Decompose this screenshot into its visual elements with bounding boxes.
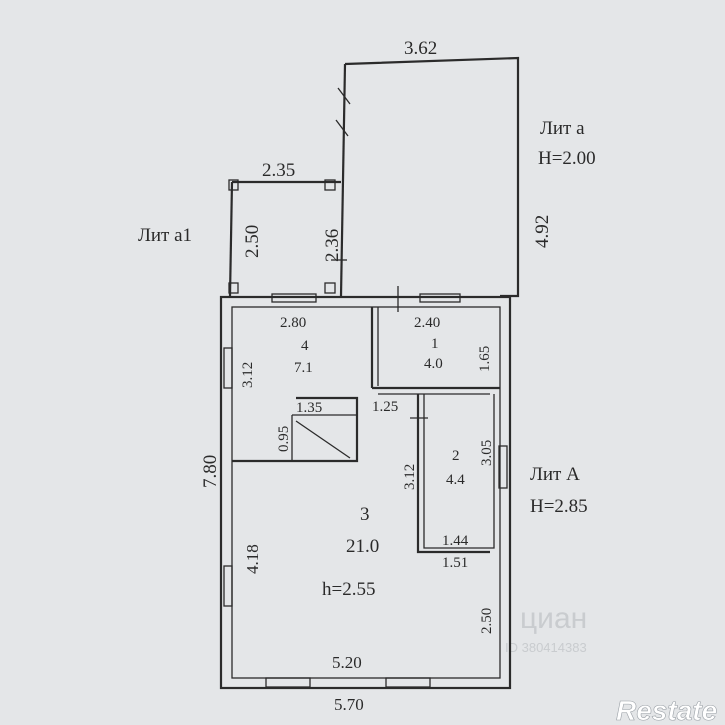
dim-room2-bottom-inner: 1.44: [442, 533, 469, 549]
dim-room2-left: 3.12: [402, 464, 418, 490]
room-3-area: 21.0: [346, 536, 379, 557]
lit-a-outline: [335, 56, 520, 298]
dim-room3-left: 4.18: [243, 544, 262, 574]
dim-lit-a1-left: 2.50: [242, 225, 263, 258]
lit-a-label: Лит а: [540, 118, 585, 139]
room-3-height: h=2.55: [322, 579, 375, 600]
room-2-number: 2: [452, 448, 460, 464]
dim-room3-bottom: 5.20: [332, 653, 362, 672]
watermark-id: ID 380414383: [505, 640, 587, 655]
dim-room3-right: 2.50: [479, 608, 495, 634]
dim-room2-bottom-outer: 1.51: [442, 555, 468, 571]
dim-room1-bottom: 1.25: [372, 399, 398, 415]
dim-room1-top: 2.40: [414, 315, 440, 331]
dim-lit-a-top: 3.62: [404, 38, 437, 59]
dim-room1-right: 1.65: [477, 346, 493, 372]
lit-a1-label: Лит а1: [138, 225, 192, 246]
lit-A-label: Лит А: [530, 464, 580, 485]
dim-stair-top: 1.35: [296, 400, 322, 416]
dim-lit-a1-right: 2.36: [322, 229, 343, 262]
dim-total-left: 7.80: [200, 455, 221, 488]
lit-A-outline: [219, 286, 512, 690]
room-3-number: 3: [360, 504, 370, 525]
dim-room4-top: 2.80: [280, 315, 306, 331]
room-4-area: 7.1: [294, 360, 313, 376]
interior-walls: [232, 307, 500, 554]
room-4-number: 4: [301, 338, 309, 354]
room-1-number: 1: [431, 336, 439, 352]
dim-total-bottom: 5.70: [334, 695, 364, 714]
room-2-area: 4.4: [446, 472, 465, 488]
dim-room2-right: 3.05: [479, 440, 495, 466]
dim-stair-left: 0.95: [276, 426, 292, 452]
lit-a1-outline: [228, 179, 347, 297]
dim-room4-left: 3.12: [240, 362, 256, 388]
restate-logo: Restate: [616, 695, 718, 725]
room-1-area: 4.0: [424, 356, 443, 372]
restate-logo-text: Restate: [616, 695, 717, 725]
lit-A-height: H=2.85: [530, 496, 588, 517]
dim-lit-a-right: 4.92: [532, 215, 553, 248]
watermark-cian: циан: [520, 602, 587, 635]
dim-lit-a1-top: 2.35: [262, 160, 295, 181]
lit-a-height: H=2.00: [538, 148, 596, 169]
